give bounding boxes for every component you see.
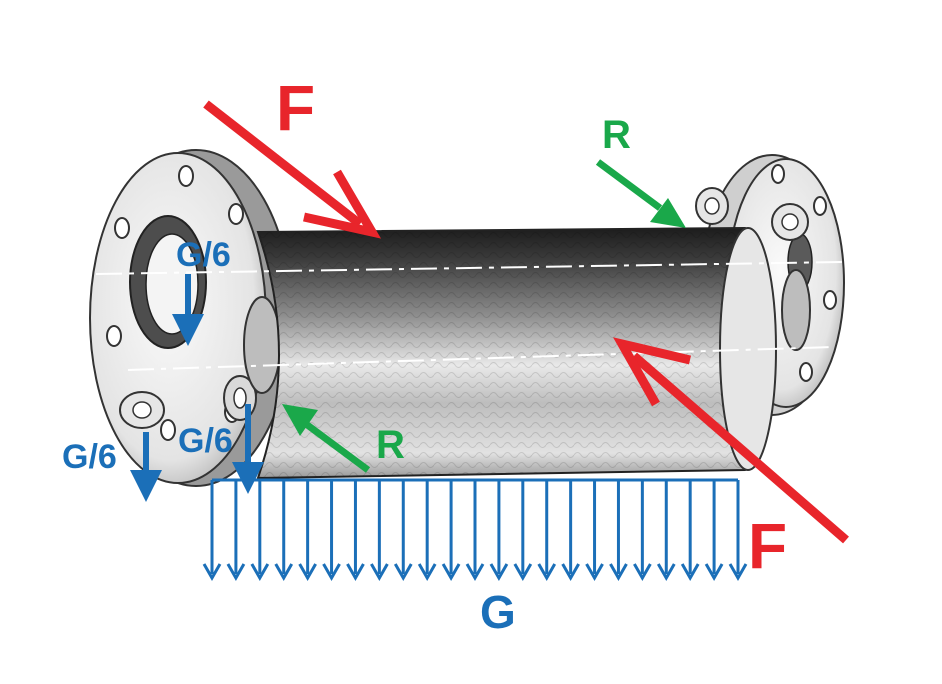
label-force-top: F <box>276 72 315 144</box>
load-arrow <box>441 480 461 582</box>
point-loads <box>130 274 264 502</box>
bolt-hole <box>228 203 244 225</box>
load-arrow-left-lower <box>130 432 162 502</box>
label-reaction-bottom: R <box>376 423 405 467</box>
bolt-hole <box>160 419 176 441</box>
load-arrow-mid <box>232 404 264 494</box>
load-arrow <box>274 480 294 582</box>
load-arrow <box>704 480 724 582</box>
load-arrow <box>322 480 341 582</box>
load-arrow <box>465 480 485 582</box>
load-arrow <box>561 480 580 582</box>
shaft-cylinder <box>256 226 777 480</box>
distributed-load-g <box>202 478 748 582</box>
bolt-hole <box>114 217 130 239</box>
label-force-bottom: F <box>748 510 787 582</box>
load-arrow <box>298 480 317 582</box>
load-arrow <box>393 480 413 582</box>
load-arrow <box>489 480 509 582</box>
load-arrow <box>728 480 748 582</box>
label-reaction-top: R <box>602 113 631 157</box>
load-arrow <box>250 480 270 582</box>
load-arrow <box>346 480 365 582</box>
load-arrow <box>537 480 557 582</box>
label-load-total: G <box>480 586 516 638</box>
force-arrow-bottom <box>613 337 849 544</box>
bolt-hole <box>178 165 194 187</box>
load-arrow <box>609 480 628 582</box>
load-arrow <box>226 480 246 582</box>
labels: F F R R G/6 G/6 G/6 G <box>62 72 787 638</box>
load-arrow <box>633 480 652 582</box>
centerline-lower <box>127 346 833 371</box>
load-arrow <box>656 480 676 582</box>
label-load-left-lower: G/6 <box>62 438 117 476</box>
load-arrow <box>370 480 389 582</box>
reaction-arrow-bottom <box>282 404 371 473</box>
load-arrow <box>417 480 437 582</box>
bolt-hole <box>106 325 122 347</box>
load-arrow <box>680 480 700 582</box>
load-arrow <box>513 480 533 582</box>
centerline-upper <box>95 261 843 275</box>
reaction-arrow-top <box>595 159 686 228</box>
force-arrows <box>203 100 849 544</box>
load-arrow <box>585 480 604 582</box>
load-arrow <box>202 480 222 582</box>
label-load-left-upper: G/6 <box>176 236 231 274</box>
load-arrow-left-upper <box>172 274 204 346</box>
label-load-mid: G/6 <box>178 422 233 460</box>
reaction-arrows <box>282 159 686 473</box>
force-arrow-top <box>203 100 382 239</box>
centerlines <box>95 261 843 371</box>
